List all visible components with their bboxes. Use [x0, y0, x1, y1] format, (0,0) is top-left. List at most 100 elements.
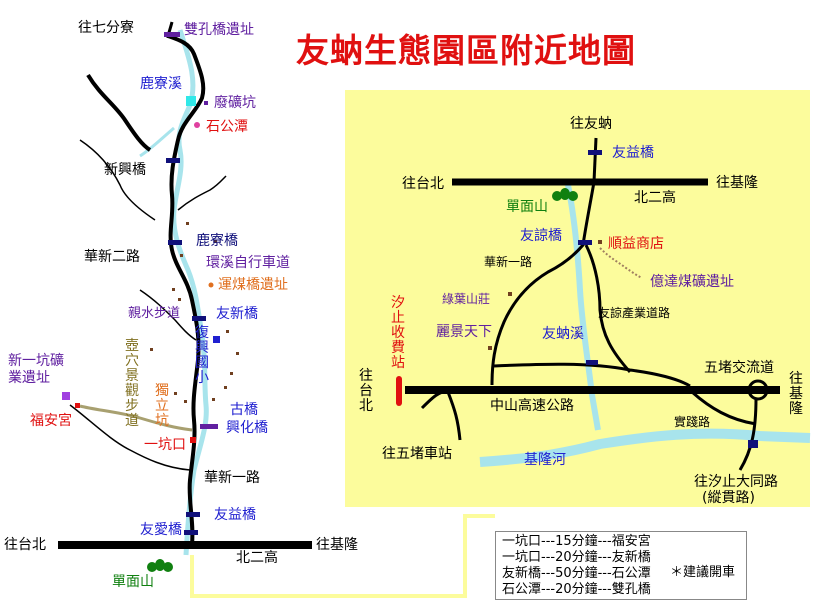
legend-row: 一坑口---20分鐘---友新橋	[502, 550, 651, 565]
label-fuxing-school: 復興國小	[195, 325, 209, 386]
label-luliao-bridge: 鹿寮橋	[196, 233, 238, 249]
luliao-bridge-mark	[168, 240, 182, 245]
shigong-pool-dot	[194, 122, 200, 128]
label-shuangkong-bridge: 雙孔橋遺址	[184, 22, 254, 38]
fuxing-school-marker	[213, 336, 220, 343]
trail-south-west	[69, 404, 191, 471]
legend-leader-line	[190, 514, 495, 598]
label-youyi-bridge: 友益橋	[214, 507, 256, 523]
inset-luye-villa-marker	[508, 292, 512, 296]
label-inset-to-taipei: 往台北	[359, 368, 373, 414]
youyi-bridge-mark	[186, 512, 200, 517]
trail-mid	[139, 289, 197, 341]
abandoned-mine-dot	[204, 101, 208, 105]
label-xinyi-mine-site: 新一坑礦業遺址	[8, 353, 64, 386]
xinxing-bridge-mark	[166, 158, 180, 163]
side-road-west	[86, 73, 152, 152]
xinghua-bridge-mark	[200, 424, 218, 429]
label-inset-to-younei: 往友蚋	[570, 116, 612, 132]
label-inset-zongguan-rd: (縱貫路)	[702, 490, 755, 506]
label-coal-bridge-site: 運煤橋遺址	[218, 277, 288, 293]
huaxin-road	[167, 34, 206, 546]
label-inset-luye-villa: 綠葉山莊	[442, 292, 491, 306]
inset-shunyi-store-marker	[598, 240, 602, 244]
label-qinshui-trail: 親水步道	[128, 306, 181, 321]
label-to-qifenliao: 往七分寮	[78, 20, 134, 36]
label-inset-shijian-rd: 實踐路	[674, 415, 711, 429]
inset-toll-station-mark	[396, 376, 402, 406]
label-guqiao: 古橋	[230, 402, 258, 418]
creek-tributary	[139, 126, 175, 158]
label-yikengkou: 一坑口	[144, 437, 186, 453]
legend-row: 友新橋---50分鐘---石公潭	[502, 566, 651, 581]
label-inset-to-xizhi-datong: 往汐止大同路	[694, 474, 778, 490]
inset-shijian-road	[691, 390, 757, 426]
label-left-danmian-mountain: 單面山	[112, 574, 154, 590]
inset-wudu-road	[420, 390, 462, 441]
fuan-temple-marker	[75, 403, 80, 408]
shuangkong-bridge-mark	[164, 32, 180, 37]
inset-youyi-bridge-mark	[588, 150, 602, 155]
label-inset-danmian-mountain: 單面山	[506, 199, 548, 215]
legend-note: ＊建議開車	[670, 565, 736, 580]
trail-east	[177, 175, 227, 211]
label-inset-wudu-interchange: 五堵交流道	[704, 360, 774, 376]
inset-yida-trail	[599, 247, 643, 279]
luliao-creek-river	[171, 29, 209, 556]
label-left-to-taipei: 往台北	[4, 537, 46, 553]
inset-youliang-road	[490, 181, 596, 386]
inset-liying-marker	[488, 346, 492, 350]
label-inset-yida-coal-site: 億達煤礦遺址	[650, 274, 734, 290]
label-xinghua-bridge: 興化橋	[226, 420, 268, 436]
yikengkou-marker	[190, 437, 196, 443]
label-inset-toll-station: 汐止收費站	[391, 295, 405, 371]
inset-youliang-bridge-mark	[578, 240, 592, 245]
label-xinxing-bridge: 新興橋	[104, 162, 146, 178]
label-huxue-trail: 壺穴景觀步道	[125, 338, 139, 429]
label-abandoned-mine: 廢礦坑	[214, 95, 256, 111]
label-inset-beier-highway: 北二高	[634, 190, 676, 206]
label-youxin-bridge: 友新橋	[216, 306, 258, 322]
inset-danmian-mountain-icon	[552, 188, 578, 201]
label-huanxi-bikeway: 環溪自行車道	[206, 255, 290, 271]
wudu-interchange-loop	[747, 379, 769, 401]
xinyi-mine-marker	[62, 392, 70, 400]
coal-bridge-dot	[208, 282, 214, 288]
label-inset-younei-creek: 友蚋溪	[542, 326, 584, 342]
label-inset-youyi-bridge: 友益橋	[612, 145, 654, 161]
label-inset-to-wudu-station: 往五堵車站	[382, 446, 452, 462]
label-left-beier-highway: 北二高	[236, 550, 278, 566]
label-inset-shunyi-store: 順益商店	[608, 236, 664, 252]
legend-row: 一坑口---15分鐘---福安宮	[502, 534, 651, 549]
inset-mid-road	[493, 362, 691, 388]
inset-younei-creek	[565, 184, 601, 431]
inset-creek-bridge-mark	[586, 360, 598, 365]
youxin-bridge-mark	[192, 316, 206, 321]
label-inset-huaxin-1st-rd: 華新一路	[484, 255, 533, 269]
label-inset-to-taipei: 往台北	[402, 176, 444, 192]
inset-youyi-road	[592, 137, 598, 183]
trail-west	[79, 139, 156, 221]
left-danmian-mountain-icon	[147, 559, 173, 572]
travel-time-legend: 一坑口---15分鐘---福安宮 一坑口---20分鐘---友新橋 友新橋---…	[495, 531, 747, 600]
inset-datong-road	[738, 397, 758, 471]
label-shigong-pool: 石公潭	[206, 119, 248, 135]
settlement-points	[150, 222, 239, 403]
inset-keelung-river	[479, 428, 811, 467]
inset-industrial-road	[584, 244, 632, 374]
label-left-to-keelung: 往基隆	[316, 537, 358, 553]
label-inset-to-keelung: 往基隆	[789, 371, 803, 417]
map-title: 友蚋生態園區附近地圖	[296, 31, 636, 70]
inset-river-bridge-mark	[748, 440, 758, 448]
label-inset-to-keelung: 往基隆	[716, 175, 758, 191]
label-inset-keelung-river: 基隆河	[524, 452, 566, 468]
label-inset-youliang-industrial-rd: 友諒產業道路	[598, 306, 671, 320]
youai-bridge-mark	[184, 530, 198, 535]
label-inset-youliang-bridge: 友諒橋	[520, 228, 562, 244]
abandoned-mine-marker	[186, 96, 196, 106]
label-huaxin-2nd-rd: 華新二路	[84, 249, 140, 265]
label-duli-pit: 獨立坑	[155, 383, 169, 429]
label-huaxin-1st-rd: 華新一路	[204, 470, 260, 486]
label-fuan-temple: 福安宮	[30, 413, 72, 429]
